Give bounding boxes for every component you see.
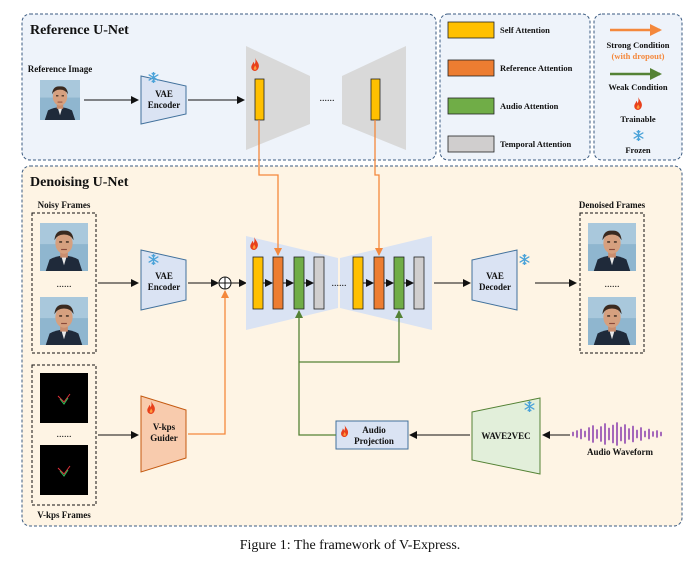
self-attention-block-2 (352, 256, 364, 310)
audio-projection-line1: Audio (362, 425, 386, 435)
reference-image (40, 80, 80, 120)
reference-image-label: Reference Image (28, 64, 93, 74)
ref-self-attention-block-1 (254, 78, 265, 121)
denoising-unet-title: Denoising U-Net (30, 175, 129, 190)
legend-label-2: Audio Attention (500, 101, 559, 111)
audio-attention-block-2 (393, 256, 405, 310)
denoised-frame-2 (588, 297, 636, 345)
noisy-frame-2 (40, 297, 88, 345)
legend-swatch-3 (447, 135, 495, 153)
noisy-frames-label: Noisy Frames (38, 200, 91, 210)
wave2vec-label: WAVE2VEC (481, 431, 530, 441)
vae-encoder-line2: Encoder (148, 282, 181, 292)
audio-projection (335, 420, 409, 450)
vkps-frames-label: V-kps Frames (37, 510, 91, 520)
reference-attention-block-2 (373, 256, 385, 310)
vae-decoder-line2: Decoder (479, 282, 511, 292)
noisy-frames-box (31, 212, 97, 354)
vkps-frames-box (31, 364, 97, 506)
vkps-guider (140, 395, 187, 473)
strong-condition-sublabel: (with dropout) (612, 51, 665, 61)
vae-decoder (471, 249, 518, 311)
ref-dots: ...... (320, 93, 335, 104)
vkps-frame-2 (40, 445, 88, 495)
ref-vae-encoder (140, 75, 187, 125)
weak-condition-connections (295, 310, 403, 436)
legend-conditions: Strong Condition (with dropout) Weak Con… (593, 13, 683, 161)
audio-waveform-label: Audio Waveform (587, 447, 654, 457)
legend-label-3: Temporal Attention (500, 139, 572, 149)
legend-label-1: Reference Attention (500, 63, 573, 73)
reference-unet-title: Reference U-Net (30, 23, 129, 38)
vae-encoder (140, 249, 187, 311)
ref-vae-encoder-line2: Encoder (148, 100, 181, 110)
denoising-unet-panel: Denoising U-Net Noisy Frames ...... VAE … (21, 165, 683, 527)
vae-decoder-line1: VAE (486, 271, 504, 281)
denoised-frames-label: Denoised Frames (579, 200, 646, 210)
ref-vae-encoder-line1: VAE (155, 89, 173, 99)
audio-attention-block-1 (293, 256, 305, 310)
ref-unet-hourglass (246, 46, 310, 150)
trainable-label: Trainable (620, 114, 655, 124)
denoised-frame-1 (588, 223, 636, 271)
frozen-label: Frozen (625, 145, 651, 155)
strong-condition-connections (188, 120, 383, 435)
ref-self-attention-block-2 (370, 78, 381, 121)
vkps-guider-line1: V-kps (153, 422, 176, 432)
figure-caption: Figure 1: The framework of V-Express. (239, 538, 461, 553)
audio-waveform (572, 422, 662, 446)
vkps-guider-line2: Guider (150, 433, 178, 443)
wave2vec (471, 397, 541, 475)
vae-encoder-line1: VAE (155, 271, 173, 281)
temporal-attention-block-1 (313, 256, 325, 310)
strong-condition-label: Strong Condition (607, 40, 670, 50)
legend-swatch-1 (447, 59, 495, 77)
noisy-frames-dots: ...... (57, 279, 72, 290)
legend-swatch-0 (447, 21, 495, 39)
vkps-frames-dots: ...... (57, 429, 72, 440)
self-attention-block-1 (252, 256, 264, 310)
vkps-frame-1 (40, 373, 88, 423)
unet-dots: ...... (332, 278, 347, 289)
denoised-frames-dots: ...... (605, 279, 620, 290)
weak-condition-label: Weak Condition (608, 82, 668, 92)
legend-label-0: Self Attention (500, 25, 550, 35)
reference-unet-panel: Reference U-Net Reference Image VAE Enco… (21, 13, 437, 161)
temporal-attention-block-2 (413, 256, 425, 310)
add-node (218, 276, 232, 290)
reference-attention-block-1 (272, 256, 284, 310)
legend-swatch-2 (447, 97, 495, 115)
audio-projection-line2: Projection (354, 436, 394, 446)
noisy-frame-1 (40, 223, 88, 271)
denoised-frames-box (579, 212, 645, 354)
